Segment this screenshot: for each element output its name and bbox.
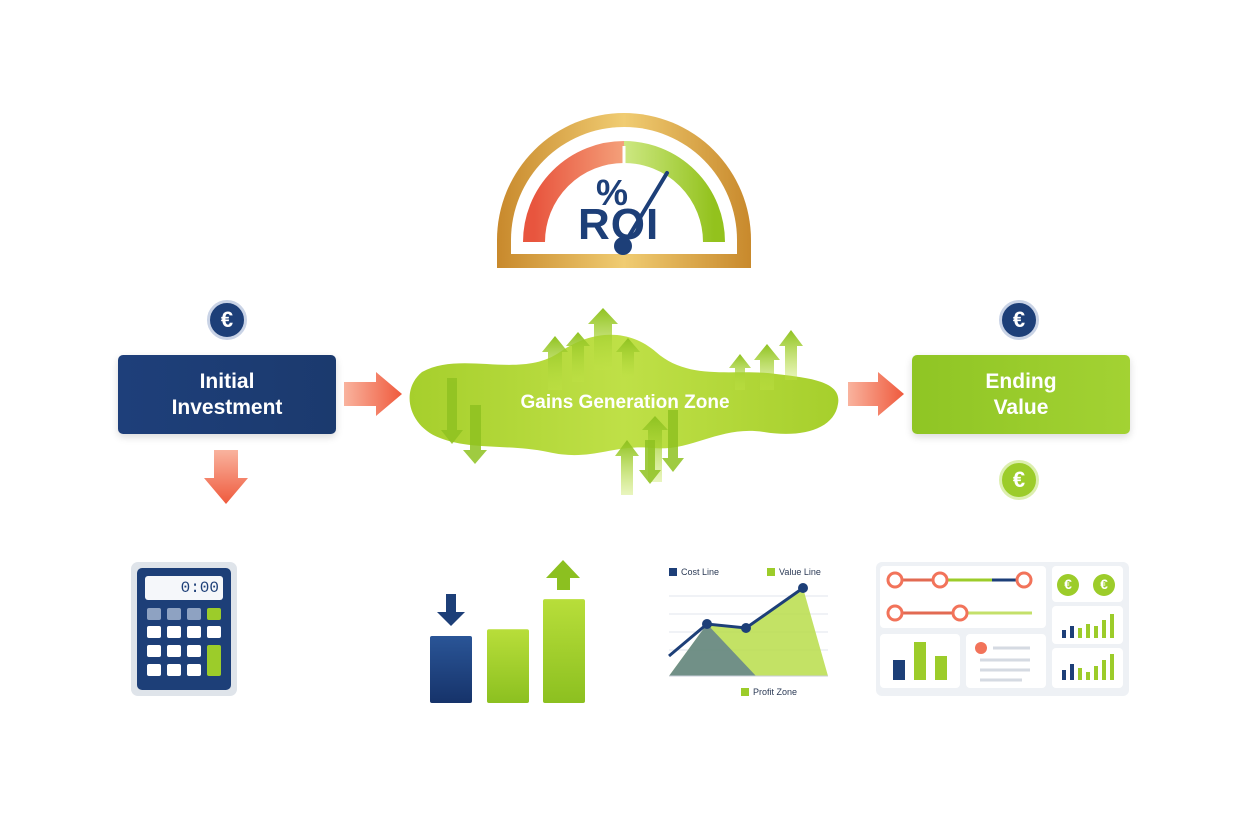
calculator-display xyxy=(145,576,223,600)
initial-investment-line2: Investment xyxy=(171,395,283,419)
cost-area xyxy=(669,624,756,676)
up-arrow-icon xyxy=(546,560,580,590)
ending-value-line2: Value xyxy=(993,395,1049,419)
gains-zone-blob xyxy=(409,334,839,456)
euro-icon: € xyxy=(1064,576,1072,592)
initial-investment-box: Initial Investment xyxy=(118,355,336,434)
euro-icon: € xyxy=(999,300,1039,340)
gauge-red-arc xyxy=(523,141,625,243)
gauge-percent-symbol: % xyxy=(596,172,629,213)
legend-profit-zone: Profit Zone xyxy=(753,687,798,697)
cost-value-line xyxy=(668,586,804,658)
ending-value-box: Ending Value xyxy=(912,355,1130,434)
cost-value-line-chart xyxy=(668,568,828,696)
gains-zone-label: Gains Generation Zone xyxy=(520,392,730,413)
legend-cost-swatch xyxy=(669,568,677,576)
legend-value-swatch xyxy=(767,568,775,576)
arrow-to-ending-value xyxy=(848,372,904,416)
calculator-icon xyxy=(131,562,237,696)
growth-bar-chart xyxy=(430,560,585,703)
gauge-pivot xyxy=(614,237,632,255)
dashboard-panel xyxy=(876,562,1129,696)
bar-2 xyxy=(487,629,529,703)
legend-cost-line: Cost Line xyxy=(681,567,720,577)
arrow-down-to-calculator xyxy=(204,450,248,504)
initial-investment-line1: Initial xyxy=(199,369,255,393)
legend-profit-swatch xyxy=(741,688,749,696)
gain-arrows-down xyxy=(441,378,684,484)
legend-value-line: Value Line xyxy=(779,567,821,577)
euro-icon: € xyxy=(999,460,1039,500)
ending-value-line1: Ending xyxy=(985,369,1057,393)
calculator-display-text: 0:00 xyxy=(180,579,219,597)
euro-icon: € xyxy=(1100,576,1108,592)
bar-1 xyxy=(430,636,472,703)
arrow-to-gains-zone xyxy=(344,372,402,416)
roi-gauge xyxy=(497,113,751,268)
gauge-roi-label: ROI xyxy=(578,200,660,249)
gain-arrows-up xyxy=(542,308,803,495)
down-arrow-icon xyxy=(437,594,465,626)
gauge-green-arc xyxy=(623,141,725,243)
bar-3 xyxy=(543,599,585,703)
euro-icon: € xyxy=(207,300,247,340)
bar-chart-marks xyxy=(430,599,585,703)
gauge-needle xyxy=(621,171,669,248)
